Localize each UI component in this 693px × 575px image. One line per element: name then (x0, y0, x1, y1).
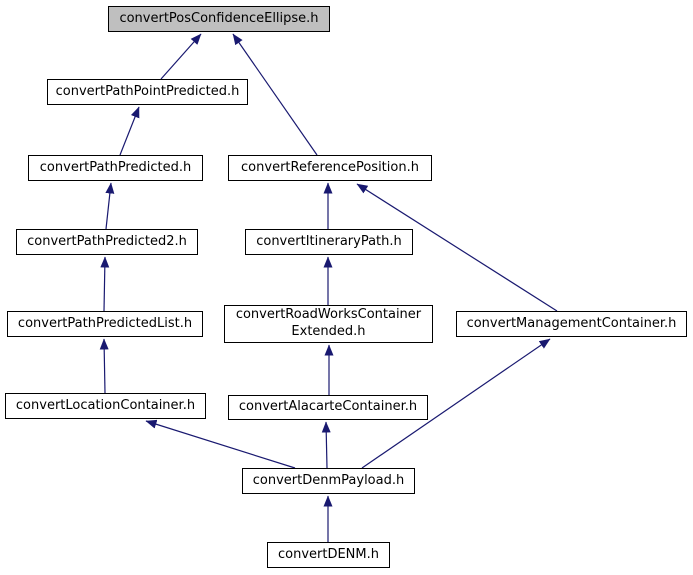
node-denm[interactable]: convertDENM.h (267, 542, 390, 568)
edge-managementContainer-to-referencePosition (356, 183, 558, 312)
edge-pathPredicted2-to-pathPredicted (105, 182, 115, 230)
edge-pathPointPredicted-to-posConfidenceEllipse (160, 33, 202, 80)
node-roadWorksContainerExtended[interactable]: convertRoadWorksContainer Extended.h (224, 305, 433, 343)
node-locationContainer[interactable]: convertLocationContainer.h (5, 393, 206, 419)
edge-denmPayload-to-locationContainer (145, 419, 296, 469)
node-pathPredicted2[interactable]: convertPathPredicted2.h (16, 229, 198, 255)
edge-locationContainer-to-pathPredictedList (99, 338, 109, 394)
node-managementContainer[interactable]: convertManagementContainer.h (456, 311, 687, 337)
edge-pathPredicted-to-pathPointPredicted (119, 106, 140, 156)
node-pathPredictedList[interactable]: convertPathPredictedList.h (7, 311, 203, 337)
edge-denmPayload-to-managementContainer (361, 338, 551, 469)
edge-denmPayload-to-alacarteContainer (321, 421, 331, 469)
node-itineraryPath[interactable]: convertItineraryPath.h (245, 229, 413, 255)
edge-pathPredictedList-to-pathPredicted2 (100, 256, 110, 312)
node-pathPointPredicted[interactable]: convertPathPointPredicted.h (47, 79, 248, 105)
edge-referencePosition-to-posConfidenceEllipse (232, 33, 318, 156)
node-pathPredicted[interactable]: convertPathPredicted.h (28, 155, 203, 181)
node-posConfidenceEllipse: convertPosConfidenceEllipse.h (108, 6, 330, 32)
node-alacarteContainer[interactable]: convertAlacarteContainer.h (228, 395, 428, 420)
node-referencePosition[interactable]: convertReferencePosition.h (228, 155, 432, 181)
node-denmPayload[interactable]: convertDenmPayload.h (242, 468, 415, 494)
